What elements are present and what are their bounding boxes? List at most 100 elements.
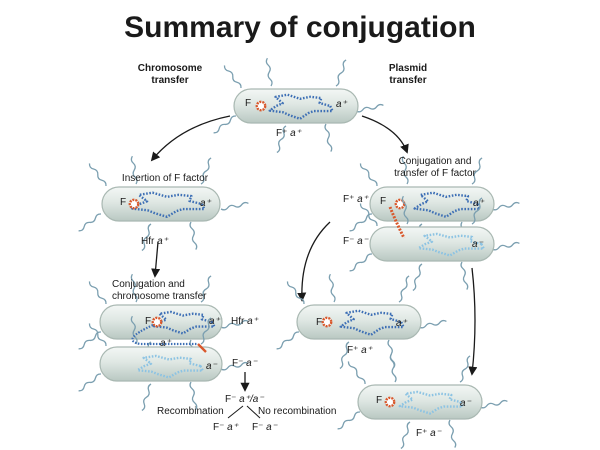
chromosome-recipient-gene-label: a⁻ [206, 361, 217, 372]
plasmid-recipient-cell-pilus [471, 197, 483, 225]
recombination-split [227, 405, 261, 419]
plasmid-donor-cell [349, 155, 520, 252]
chromosome-donor-cell-pilus [220, 319, 249, 329]
insertion-cell-pilus [141, 223, 152, 252]
result-donor-genotype: F⁺ a⁺ [347, 345, 373, 356]
result-donor-cell-pilus [328, 273, 336, 303]
chromosome-donor-cell-pilus [88, 281, 107, 305]
top-cell-genotype: F⁺ a⁺ [276, 128, 302, 139]
chromosome-recipient-cell-pilus [130, 315, 138, 345]
result-recipient-f-label: F [376, 395, 383, 406]
top-cell-pilus [213, 115, 237, 134]
plasmid-donor-gene-label: a⁺ [473, 198, 484, 209]
no-recombination-label: No recombination [258, 406, 337, 417]
chromosome-recipient-cell-pilus [141, 383, 152, 412]
recombination-label: Recombination [157, 406, 224, 417]
plasmid-recipient-cell-pilus [412, 263, 423, 292]
chromosome-recipient-cell-pilus [88, 323, 107, 347]
plasmid-recipient-gene-label: a⁻ [472, 239, 483, 250]
result-donor-cell-pilus [339, 341, 350, 370]
result-donor-cell [276, 273, 447, 370]
merozygote-genotype: F⁻ a⁺/a⁻ [225, 394, 264, 405]
insertion-cell-pilus [130, 155, 138, 185]
arrow-to-insertion [150, 115, 231, 162]
chromosome-donor-cell-pilus [130, 273, 138, 303]
plasmid-donor-cell-chromosome [413, 191, 481, 218]
top-cell-pilus [265, 57, 273, 87]
chromosome-recipient-genotype: F⁻ a⁻ [232, 358, 258, 369]
result-donor-cell-pilus [276, 331, 300, 350]
plasmid-donor-cell-pilus [471, 157, 483, 185]
top-cell [213, 57, 384, 154]
insertion-cell-pilus [189, 221, 198, 250]
top-cell-pilus [276, 125, 287, 154]
result-recipient-cell-pilus [347, 361, 366, 385]
plasmid-recipient-cell-envelope [369, 226, 495, 262]
non-recombinant-genotype: F⁻ a⁻ [252, 422, 278, 433]
conjugation-bridges [131, 206, 406, 353]
result-recipient-cell-pilus [389, 353, 397, 383]
result-donor-cell-pilus [418, 319, 447, 329]
chromosome-donor-f-label: F [145, 316, 152, 327]
result-recipient-cell-pilus [337, 411, 361, 430]
chromosome-recipient-cell-pilus [189, 381, 198, 410]
chromosome-recipient-cell-pilus [200, 317, 212, 345]
chromosome-recipient-cell-envelope [99, 346, 223, 382]
chromosome-donor-gene-label: a⁺ [209, 316, 220, 327]
arrow-to-recipient-result [468, 267, 478, 376]
result-donor-cell-pilus [398, 275, 410, 303]
chromosome-donor-cell-chromosome [152, 310, 216, 335]
insertion-cell-pilus [200, 157, 212, 185]
plasmid-recipient-cell-pilus [460, 261, 469, 290]
plasmid-recipient-cell-pilus [491, 241, 520, 251]
chromosome-donor-cell-pilus [200, 275, 212, 303]
plasmid-donor-genotype: F⁺ a⁺ [343, 194, 369, 205]
result-recipient-genotype: F⁺ a⁻ [416, 428, 442, 439]
result-donor-gene-label: a⁺ [396, 318, 407, 329]
result-recipient-cell-envelope [357, 384, 483, 420]
result-donor-f-label: F [316, 317, 323, 328]
insertion-genotype: Hfr a⁺ [141, 236, 168, 247]
plasmid-recipient-cell-pilus [349, 253, 373, 272]
insertion-cell-pilus [220, 201, 249, 211]
arrow-to-donor-result [297, 221, 331, 302]
top-cell-pilus [355, 103, 384, 113]
plasmid-donor-f-label: F [380, 196, 387, 207]
result-donor-cell-f-plasmid [321, 316, 333, 328]
result-recipient-gene-label: a⁻ [460, 398, 471, 409]
plasmid-recipient-cell-pilus [401, 195, 409, 225]
result-recipient-cell-f-plasmid [384, 396, 396, 408]
top-cell-chromosome [268, 93, 334, 120]
plasmid-donor-cell-envelope [369, 186, 495, 222]
plasmid-recipient-genotype: F⁻ a⁻ [343, 236, 369, 247]
top-cell-pilus [335, 59, 347, 87]
result-recipient-cell-pilus [400, 421, 411, 450]
top-cell-gene-label: a⁺ [336, 99, 347, 110]
insertion-gene-label: a⁺ [200, 198, 211, 209]
insertion-f-label: F [120, 197, 127, 208]
top-cell-pilus [324, 123, 333, 152]
top-cell-f-plasmid [255, 100, 267, 112]
chromosome-donor-cell-f-plasmid [151, 316, 163, 328]
result-recipient-cell-pilus [459, 355, 471, 383]
chromosome-recipient-cell-chromosome [136, 354, 204, 379]
result-donor-cell-chromosome [339, 309, 405, 336]
transferred-gene-label: a⁺ [160, 338, 171, 349]
insertion-cell-pilus [88, 163, 107, 187]
top-cell-envelope [233, 88, 359, 124]
transferred-plasmid-strand [388, 206, 406, 239]
insertion-cell-pilus [78, 213, 102, 232]
result-recipient-cell [337, 353, 508, 450]
arrow-to-chromosome-transfer [151, 241, 161, 278]
chromosome-recipient-cell-pilus [78, 373, 102, 392]
plasmid-donor-cell-pilus [349, 213, 373, 232]
transferred-chromosome-strand [131, 323, 198, 346]
chromosome-recipient-cell [78, 315, 249, 412]
plasmid-donor-cell-pilus [401, 155, 409, 185]
